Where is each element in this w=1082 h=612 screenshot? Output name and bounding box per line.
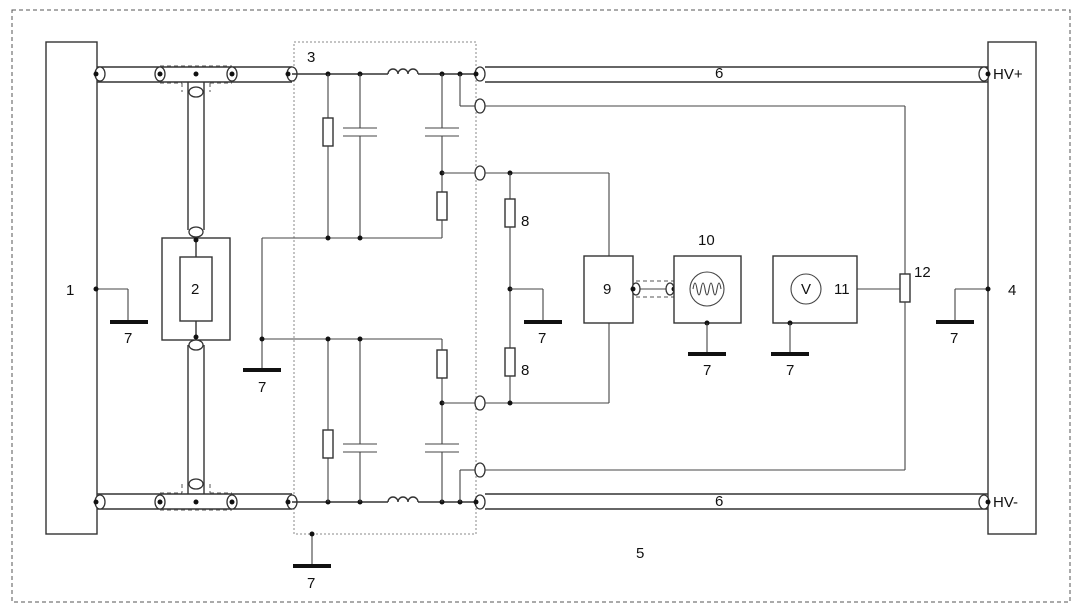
sense-lines — [485, 105, 911, 471]
label-6-top: 6 — [715, 65, 723, 82]
block-4 — [987, 41, 1037, 535]
label-hv-plus: HV+ — [993, 66, 1023, 83]
label-4: 4 — [1008, 282, 1016, 299]
block-11-voltmeter — [771, 255, 858, 356]
label-7-block1: 7 — [124, 330, 132, 347]
block-2-inner — [179, 256, 213, 322]
ground-block-4 — [936, 286, 991, 324]
filter-3-bottom — [259, 238, 476, 505]
label-9: 9 — [603, 281, 611, 298]
label-11: 11 — [834, 281, 850, 298]
top-cable-left — [97, 65, 292, 230]
connectors-filter-right — [473, 66, 486, 510]
label-1: 1 — [66, 282, 74, 299]
label-3: 3 — [307, 49, 315, 66]
label-12: 12 — [914, 264, 931, 281]
label-5: 5 — [636, 545, 644, 562]
hv-plus-cable — [485, 66, 991, 83]
filter-3-top — [262, 68, 476, 241]
divider-8 — [485, 170, 610, 406]
bottom-cable-left — [97, 345, 292, 511]
label-hv-minus: HV- — [993, 494, 1018, 511]
label-7-voltmeter: 7 — [786, 362, 794, 379]
label-7-filter-mid: 7 — [258, 379, 266, 396]
ground-block-1 — [93, 286, 148, 324]
label-7-oscilloscope: 7 — [703, 362, 711, 379]
block-1 — [45, 41, 98, 535]
label-2: 2 — [191, 281, 199, 298]
label-8-top: 8 — [521, 213, 529, 230]
label-7-block4: 7 — [950, 330, 958, 347]
voltmeter-symbol: V — [801, 281, 811, 298]
label-7-filter-bottom: 7 — [307, 575, 315, 592]
coax-9-10 — [630, 280, 677, 298]
ground-filter-bottom — [293, 531, 331, 568]
nodes-left — [93, 71, 291, 505]
enclosure-border — [11, 9, 1071, 603]
label-10: 10 — [698, 232, 715, 249]
label-8-bottom: 8 — [521, 362, 529, 379]
filter-box-3 — [293, 41, 477, 535]
block-10-oscilloscope — [673, 255, 742, 356]
hv-minus-cable — [485, 493, 991, 510]
block-9 — [583, 255, 634, 324]
label-7-divider: 7 — [538, 330, 546, 347]
label-6-bottom: 6 — [715, 493, 723, 510]
